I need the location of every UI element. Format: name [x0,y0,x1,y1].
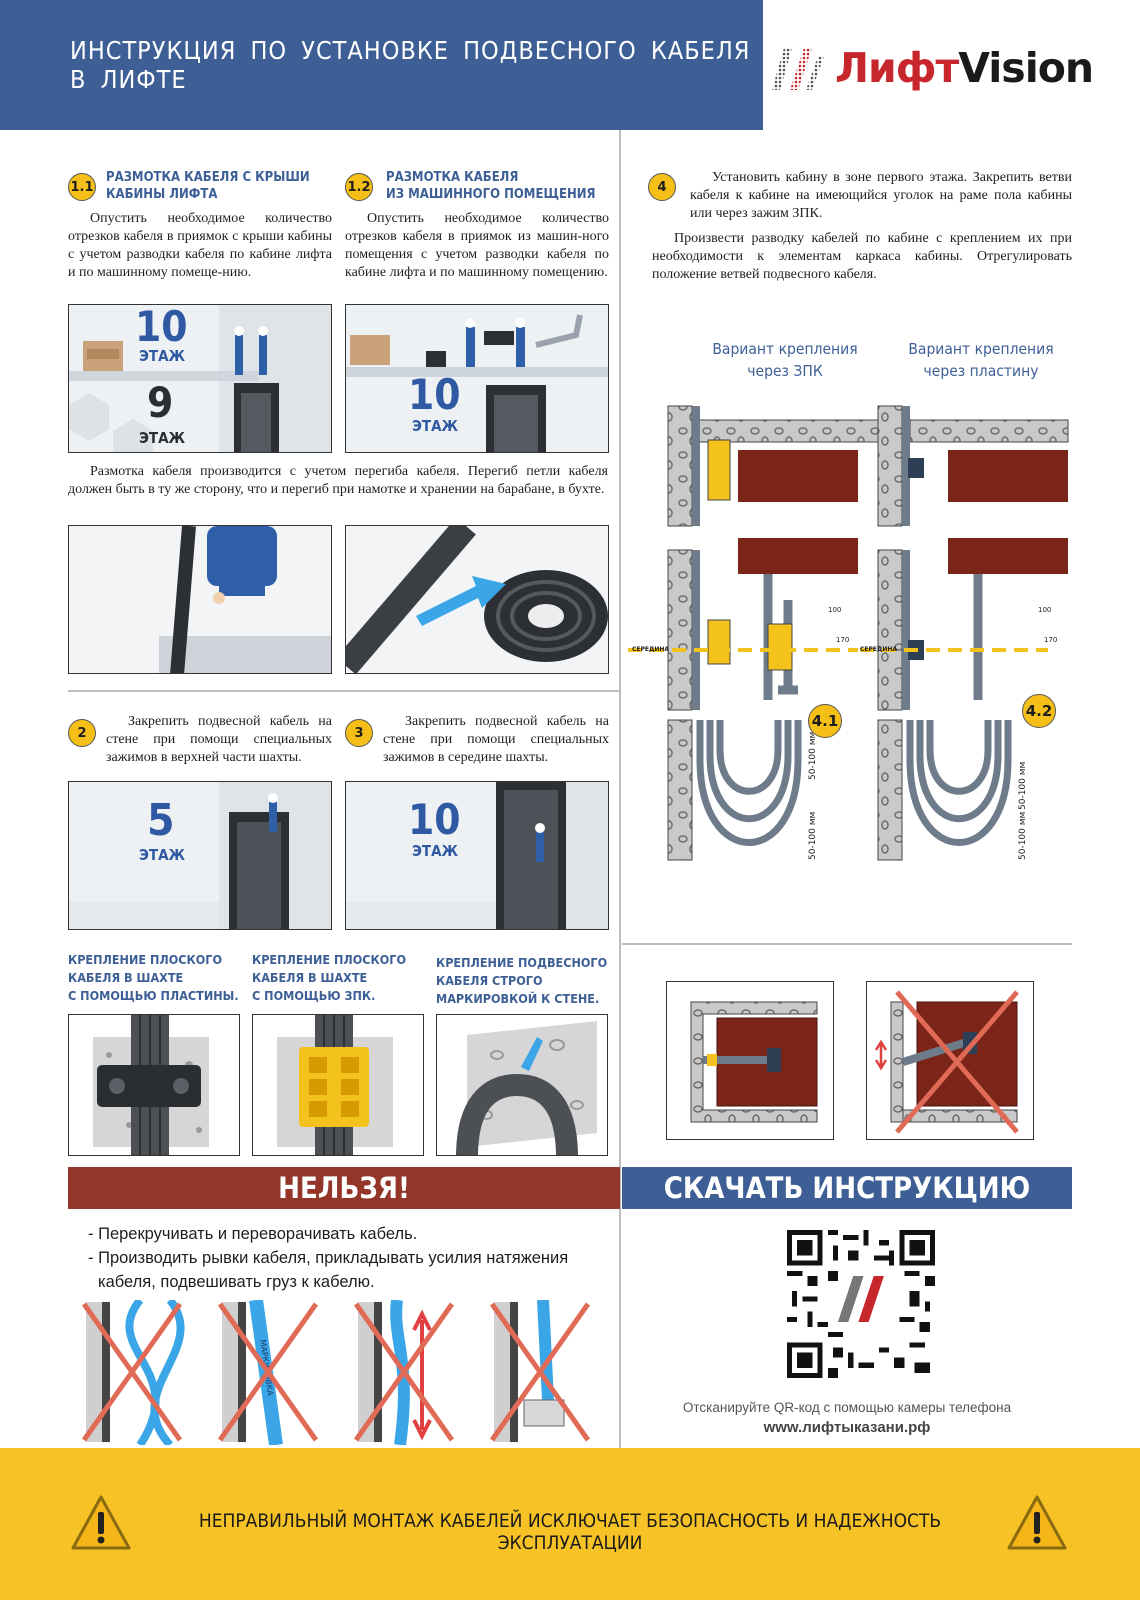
floor-number-10: 10 [408,795,461,844]
section-divider-right [622,943,1072,945]
clamp-plate-illustration [68,1014,240,1156]
variant-badge-4-2: 4.2 [1022,694,1056,728]
step-badge-3: 3 [345,719,373,747]
dim-large-label: 170 [836,636,850,644]
step-2-illustration: 5 ЭТАЖ [68,781,332,930]
step-badge-1-1: 1.1 [68,173,96,201]
cab-top-view-correct [666,981,834,1140]
floor-number-5: 5 [147,795,175,846]
forbidden-banner: НЕЛЬЗЯ! [68,1167,620,1209]
twisted-cable-forbidden-icon [81,1297,185,1448]
step-badge-1-2: 1.2 [345,173,373,201]
step-1-1-illustration: 10 ЭТАЖ 9 ЭТАЖ [68,304,332,453]
column-divider [619,130,621,1448]
logo-text-lift: Лифт [835,44,959,92]
step-badge-4: 4 [648,173,676,201]
middle-label: СЕРЕДИНА [632,646,670,653]
cab-top-view-incorrect [866,981,1034,1140]
step-4-text-2: Произвести разводку кабелей по кабине с … [652,231,1072,282]
step-1-2-illustration: 10 ЭТАЖ [345,304,609,453]
download-banner: СКАЧАТЬ ИНСТРУКЦИЮ [622,1167,1072,1209]
forbidden-illustrations: МАРКИРОВКА [80,1297,600,1448]
floor-word: ЭТАЖ [139,429,186,447]
forbidden-list: - Перекручивать и переворачивать кабель.… [88,1222,618,1294]
middle-label: СЕРЕДИНА [860,646,898,653]
cable-unwinding-illustration [68,525,332,674]
forbidden-item: - Производить рывки кабеля, прикладывать… [88,1249,569,1291]
page-header: ИНСТРУКЦИЯ ПО УСТАНОВКЕ ПОДВЕСНОГО КАБЕЛ… [0,0,763,130]
warning-icon [71,1495,131,1550]
pulled-cable-forbidden-icon [353,1299,455,1446]
logo-text-vision: Vision [958,44,1094,92]
cable-bend-text: Размотка кабеля производится с учетом пе… [68,464,608,497]
logo-mark-icon [772,48,824,90]
qr-code[interactable] [787,1230,935,1378]
qr-hint: Отсканируйте QR-код с помощью камеры тел… [622,1398,1072,1438]
section-divider-left [68,690,619,692]
step-badge-2: 2 [68,719,96,747]
mounting-variants-diagram: СЕРЕДИНА СЕРЕДИНА 100 170 100 170 50-100… [628,400,1078,880]
warning-footer [0,1448,1140,1600]
dim-large-label: 170 [1044,636,1058,644]
floor-word: ЭТАЖ [139,846,186,864]
flipped-cable-forbidden-icon: МАРКИРОВКА [217,1299,319,1446]
gap-label: 50-100 мм [1018,761,1028,810]
gap-label: 50-100 мм [808,811,818,860]
hanging-weight-forbidden-icon [489,1299,591,1442]
cable-reel-illustration [345,525,609,674]
qr-code-icon [787,1230,935,1378]
step-1-2-text: Опустить необходимое количество отрезков… [345,211,609,280]
page-title: ИНСТРУКЦИЯ ПО УСТАНОВКЕ ПОДВЕСНОГО КАБЕЛ… [70,36,751,94]
gap-label: 50-100 мм [808,731,818,780]
floor-word: ЭТАЖ [412,842,459,860]
warning-icon [1007,1495,1067,1550]
floor-number-10: 10 [135,304,188,351]
forbidden-item: - Перекручивать и переворачивать кабель. [88,1225,418,1243]
brand-logo: ЛифтVision [770,38,1140,98]
variant-badge-4-1: 4.1 [808,704,842,738]
step-3-illustration: 10 ЭТАЖ [345,781,609,930]
step-2-text: Закрепить подвесной кабель на стене при … [106,714,332,765]
step-4-text-1: Установить кабину в зоне первого этажа. … [690,170,1072,221]
step-1-1-text: Опустить необходимое количество отрезков… [68,211,332,280]
footer-warning-text: НЕПРАВИЛЬНЫЙ МОНТАЖ КАБЕЛЕЙ ИСКЛЮЧАЕТ БЕ… [198,1510,942,1554]
floor-word: ЭТАЖ [139,347,186,365]
dim-small-label: 100 [828,606,842,614]
floor-number-10: 10 [408,370,461,419]
gap-label: 50-100 мм [1018,811,1028,860]
dim-small-label: 100 [1038,606,1052,614]
step-3-text: Закрепить подвесной кабель на стене при … [383,714,609,765]
download-link[interactable]: www.лифтыказани.рф [763,1419,931,1436]
clamp-zpk-illustration [252,1014,424,1156]
clamp-marking-illustration [436,1014,608,1156]
floor-word: ЭТАЖ [412,417,459,435]
floor-number-9: 9 [147,378,174,427]
